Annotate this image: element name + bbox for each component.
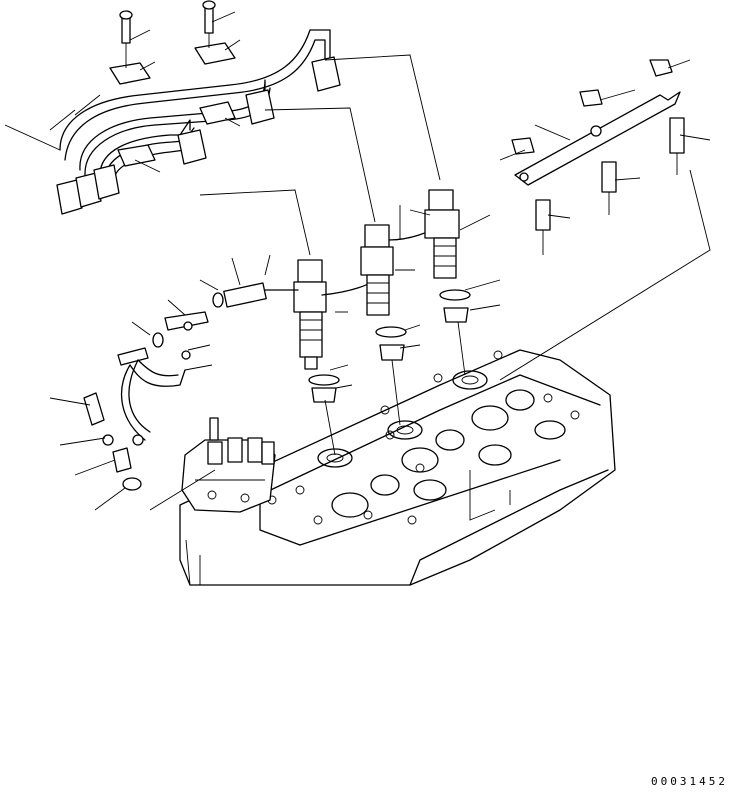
pipe-clamps	[109, 0, 236, 167]
glow-plugs	[535, 117, 685, 255]
injector-3	[424, 189, 471, 323]
fuel-return-hoses	[83, 282, 299, 491]
glow-plug-bus-bar	[511, 59, 681, 186]
figure-code: 00031452	[651, 775, 728, 788]
callout-leaders	[4, 11, 711, 511]
assembly-lines	[149, 54, 711, 511]
injector-1	[293, 259, 381, 403]
cylinder-head	[179, 349, 616, 586]
pipe-nuts	[56, 56, 341, 215]
injector-2	[360, 224, 441, 361]
injection-pump	[181, 417, 276, 513]
